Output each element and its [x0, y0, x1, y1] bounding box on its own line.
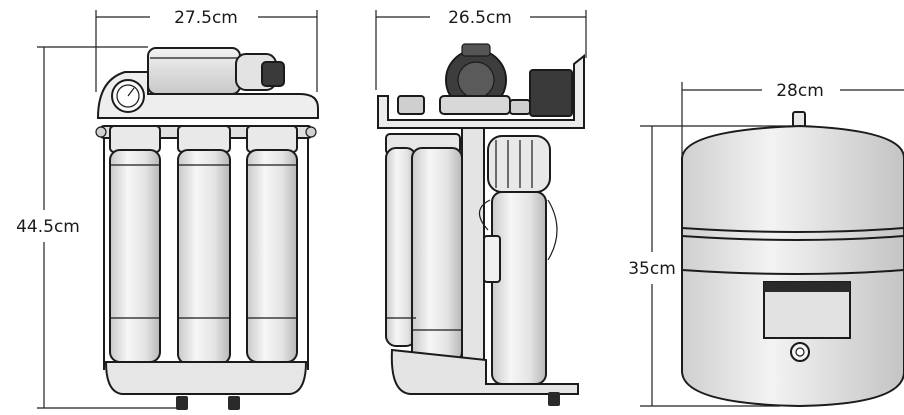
tank-height-label: 35cm — [628, 259, 676, 279]
filter-cartridge-2 — [177, 149, 231, 365]
tank-outlet-fitting — [790, 342, 810, 362]
tank-width-dimension: 28cm — [681, 81, 904, 162]
side-control-box — [529, 69, 573, 117]
pressure-gauge — [111, 79, 145, 113]
side-base-stand — [390, 348, 579, 395]
filter-cartridge-3 — [246, 149, 298, 363]
side-membrane-housing — [478, 135, 558, 385]
side-depth-label: 26.5cm — [448, 8, 512, 28]
tank-label-plate — [763, 281, 851, 339]
front-width-label: 27.5cm — [174, 8, 238, 28]
side-top-tray — [377, 53, 585, 129]
unit-height-dimension: 44.5cm — [16, 46, 178, 409]
front-width-dimension: 27.5cm — [95, 8, 318, 92]
side-depth-dimension: 26.5cm — [375, 8, 587, 90]
front-base-stand — [104, 361, 308, 395]
pressure-tank: 28cm 35cm — [628, 81, 904, 408]
tank-body — [681, 124, 904, 408]
front-head-housing — [96, 71, 319, 119]
side-view: 26.5cm — [375, 8, 587, 406]
filter-cartridge-1 — [109, 149, 161, 363]
side-booster-pump — [439, 43, 511, 115]
tank-height-dimension: 35cm — [628, 125, 790, 407]
tank-width-label: 28cm — [776, 81, 824, 101]
front-filter-caps — [109, 125, 298, 153]
booster-pump — [147, 47, 285, 95]
front-view: 27.5cm 44.5cm — [16, 8, 319, 410]
front-filter-cartridges — [109, 149, 298, 365]
unit-height-label: 44.5cm — [16, 217, 80, 237]
